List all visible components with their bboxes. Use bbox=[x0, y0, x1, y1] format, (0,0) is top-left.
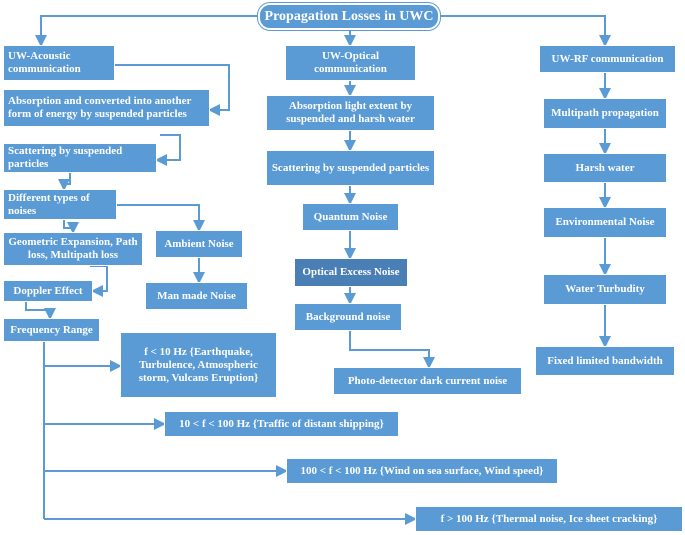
quantum-noise-box: Quantum Noise bbox=[302, 203, 399, 231]
connector-geometric-doppler bbox=[90, 265, 108, 297]
man-made-noise-box: Man made Noise bbox=[145, 282, 248, 310]
connector-doppler-frequency bbox=[25, 302, 56, 320]
water-turbidity-box: Water Turbudity bbox=[543, 274, 667, 305]
frequency-range-box: Frequency Range bbox=[3, 318, 100, 342]
ambient-noise-box: Ambient Noise bbox=[155, 230, 243, 258]
freq-over-100hz-box: f > 100 Hz {Thermal noise, Ice sheet cra… bbox=[415, 506, 683, 532]
optical-excess-noise-box: Optical Excess Noise bbox=[294, 258, 408, 287]
fixed-bandwidth-box: Fixed limited bandwidth bbox=[535, 346, 675, 376]
freq-10-100hz-box: 10 < f < 100 Hz {Traffic of distant ship… bbox=[164, 411, 399, 437]
geometric-expansion-box: Geometric Expansion, Path loss, Multipat… bbox=[3, 232, 143, 266]
noise-types-box: Different types of noises bbox=[3, 189, 117, 220]
connector-title-acoustic bbox=[35, 15, 258, 47]
connector-title-rf bbox=[440, 15, 611, 47]
acoustic-absorption-box: Absorption and converted into another fo… bbox=[3, 89, 210, 127]
connector-absorption-scattering bbox=[155, 134, 181, 166]
multipath-propagation-box: Multipath propagation bbox=[543, 98, 667, 129]
diagram-title: Propagation Losses in UWC bbox=[258, 3, 440, 30]
environmental-noise-box: Environmental Noise bbox=[543, 207, 667, 238]
acoustic-header-box: UW-Acoustic communication bbox=[3, 45, 115, 81]
background-noise-box: Background noise bbox=[294, 303, 402, 331]
connector-scattering-noisetypes bbox=[58, 172, 71, 191]
connector-noisetypes-ambient bbox=[117, 204, 205, 232]
connector-background-darkcurrent bbox=[349, 331, 435, 369]
optical-scattering-box: Scattering by suspended particles bbox=[266, 150, 435, 186]
freq-under-10hz-box: f < 10 Hz {Earthquake, Turbulence, Atmos… bbox=[120, 332, 277, 398]
rf-header-box: UW-RF communication bbox=[539, 45, 676, 73]
dark-current-noise-box: Photo-detector dark current noise bbox=[333, 367, 522, 395]
doppler-effect-box: Doppler Effect bbox=[3, 280, 93, 302]
optical-header-box: UW-Optical communication bbox=[285, 45, 416, 81]
acoustic-scattering-box: Scattering by suspended particles bbox=[3, 143, 157, 173]
freq-100hz-wind-box: 100 < f < 100 Hz {Wind on sea surface, W… bbox=[286, 458, 558, 484]
optical-absorption-box: Absorption light extent by suspended and… bbox=[266, 95, 435, 131]
connector-noisetypes-geometric bbox=[63, 220, 79, 234]
harsh-water-box: Harsh water bbox=[543, 153, 667, 183]
connector-acoustic-absorption bbox=[115, 64, 230, 116]
